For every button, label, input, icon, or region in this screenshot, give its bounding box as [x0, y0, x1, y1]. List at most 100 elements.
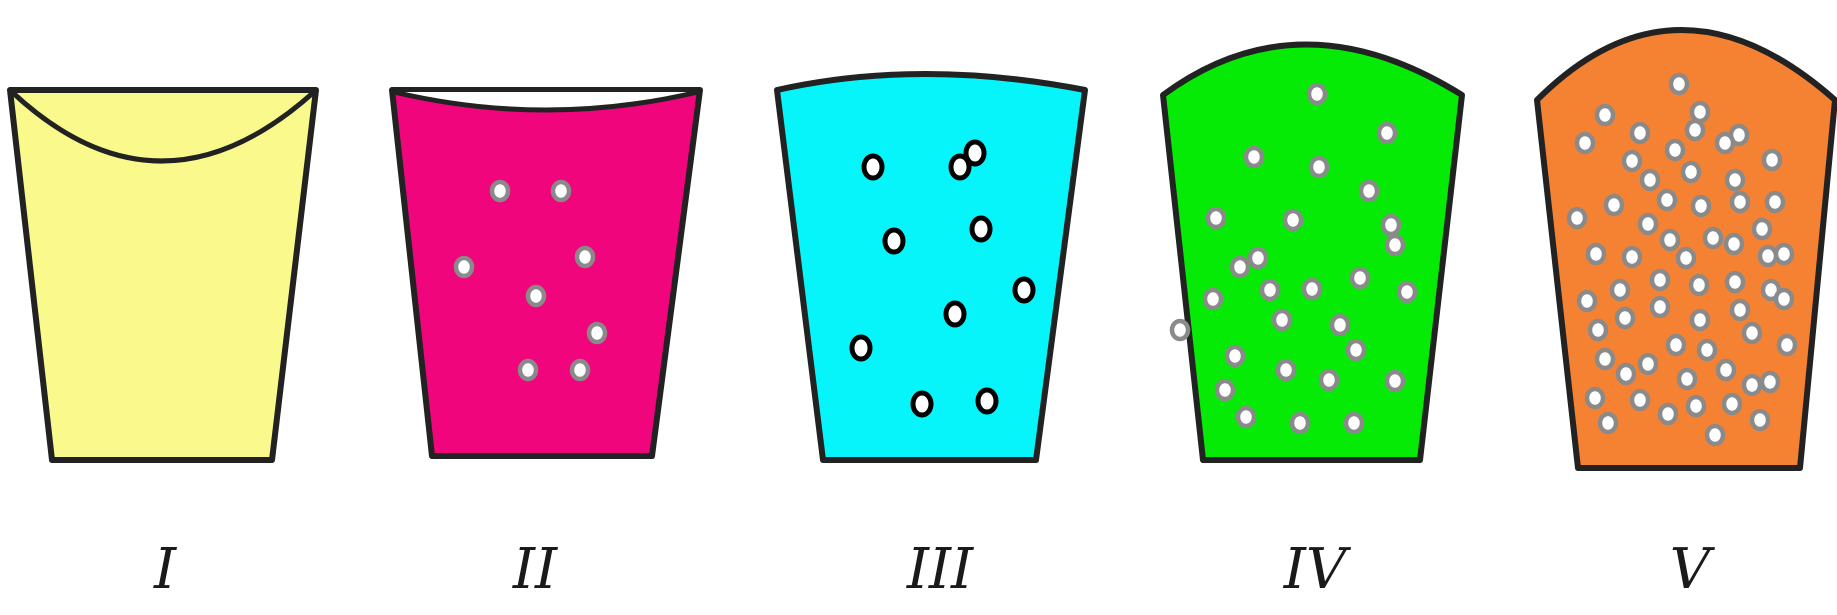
bubble	[1692, 103, 1708, 121]
cup-iii-label: III	[906, 537, 975, 602]
bubble	[1776, 245, 1792, 263]
bubble	[1600, 414, 1616, 432]
bubble	[1726, 235, 1742, 253]
cup-v-label: V	[1670, 537, 1716, 602]
bubble	[1727, 273, 1743, 291]
cup-iv-body	[1163, 45, 1462, 461]
bubble	[1597, 350, 1613, 368]
bubble	[1579, 292, 1595, 310]
bubble	[1744, 376, 1760, 394]
cup-i-label: I	[153, 537, 178, 602]
bubble	[1687, 121, 1703, 139]
bubble	[1744, 324, 1760, 342]
bubble	[1569, 209, 1585, 227]
bubble	[1760, 247, 1776, 265]
bubble	[1732, 301, 1748, 319]
bubble	[1208, 209, 1224, 227]
bubble	[1667, 141, 1683, 159]
bubble	[1699, 341, 1715, 359]
bubble	[1718, 361, 1734, 379]
cup-iv-label: IV	[1283, 537, 1352, 602]
bubble	[1632, 124, 1648, 142]
bubble	[1707, 426, 1723, 444]
bubble	[553, 182, 569, 200]
bubble	[1652, 271, 1668, 289]
bubble	[1752, 411, 1768, 429]
bubble	[572, 361, 588, 379]
bubble	[1617, 309, 1633, 327]
bubble	[1640, 215, 1656, 233]
bubble	[1588, 245, 1604, 263]
bubble	[1309, 85, 1325, 103]
bubble	[1227, 347, 1243, 365]
bubble	[1590, 321, 1606, 339]
bubble	[1678, 249, 1694, 267]
bubble	[946, 303, 964, 325]
bubble	[492, 182, 508, 200]
bubble	[1671, 75, 1687, 93]
bubble	[1606, 196, 1622, 214]
bubble	[1383, 216, 1399, 234]
bubble	[1346, 414, 1362, 432]
bubble	[1668, 336, 1684, 354]
bubble	[1679, 370, 1695, 388]
bubble	[456, 258, 472, 276]
bubble	[1660, 405, 1676, 423]
bubble	[1640, 355, 1656, 373]
cup-ii: II	[392, 90, 700, 602]
bubble	[1762, 373, 1778, 391]
bubble	[1764, 151, 1780, 169]
bubble	[1205, 290, 1221, 308]
bubble	[1332, 316, 1348, 334]
bubble	[1217, 381, 1233, 399]
bubble	[1311, 158, 1327, 176]
cup-i: I	[10, 90, 316, 602]
bubble	[1659, 191, 1675, 209]
bubble	[1717, 134, 1733, 152]
bubble	[1776, 290, 1792, 308]
bubble	[1662, 231, 1678, 249]
bubble	[1688, 397, 1704, 415]
cup-ii-body	[392, 90, 700, 456]
bubble	[951, 156, 969, 178]
bubble	[528, 287, 544, 305]
bubble	[1767, 193, 1783, 211]
cup-v: V	[1537, 30, 1835, 602]
bubble	[1292, 414, 1308, 432]
bubble	[577, 248, 593, 266]
bubble	[1692, 311, 1708, 329]
bubble	[1232, 258, 1248, 276]
bubble	[1348, 341, 1364, 359]
bubble	[1624, 248, 1640, 266]
bubble	[1705, 229, 1721, 247]
cup-iv: IV	[1163, 45, 1462, 603]
bubble	[972, 218, 990, 240]
bubble	[1352, 269, 1368, 287]
cup-iii: III	[777, 74, 1085, 602]
bubble	[1399, 283, 1415, 301]
bubble	[864, 156, 882, 178]
bubble	[1246, 148, 1262, 166]
bubble	[1285, 211, 1301, 229]
bubble	[1379, 124, 1395, 142]
bubble	[1632, 391, 1648, 409]
bubble	[1304, 280, 1320, 298]
bubble	[1274, 311, 1290, 329]
bubble	[1652, 298, 1668, 316]
bubble	[1727, 171, 1743, 189]
bubble	[1691, 276, 1707, 294]
bubble	[1693, 197, 1709, 215]
bubble	[1724, 395, 1740, 413]
bubble	[1361, 182, 1377, 200]
bubble	[1597, 106, 1613, 124]
bubble	[1618, 365, 1634, 383]
bubble	[1642, 171, 1658, 189]
bubble	[1250, 249, 1266, 267]
bubble	[1278, 361, 1294, 379]
bubble	[1321, 371, 1337, 389]
bubble	[1262, 281, 1278, 299]
bubble	[1172, 321, 1188, 339]
bubble	[978, 390, 996, 412]
bubble	[520, 361, 536, 379]
bubble	[1779, 336, 1795, 354]
